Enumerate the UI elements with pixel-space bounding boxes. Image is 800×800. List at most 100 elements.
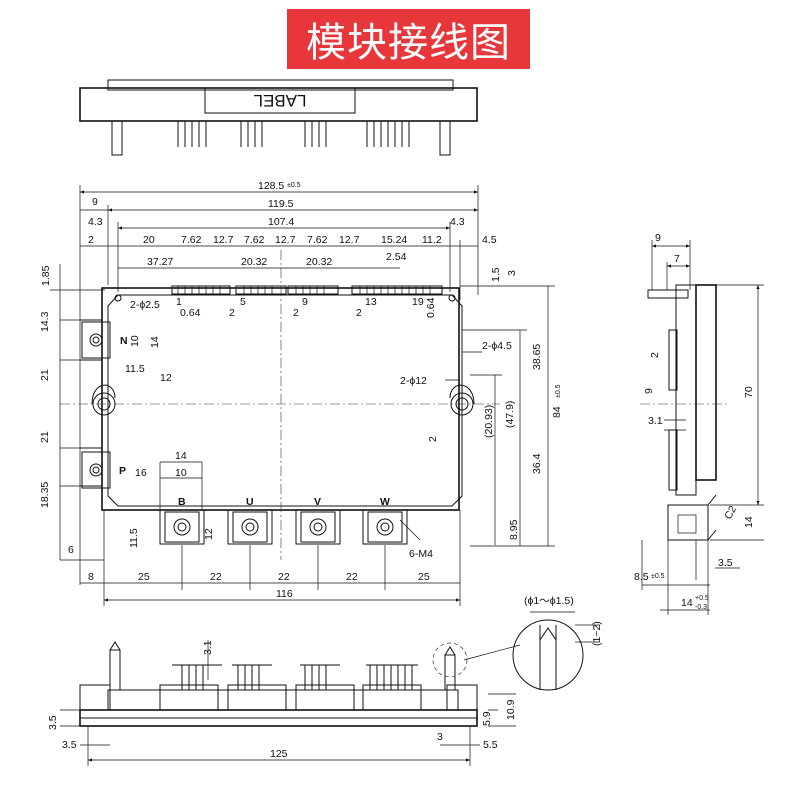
n-terminal-label: N (120, 335, 128, 347)
terminal-v (295, 509, 341, 545)
dim-9: 9 (92, 196, 98, 208)
dim-14-3: 14.3 (39, 311, 51, 332)
side-dim-8-5: 8.5 (634, 571, 649, 583)
dim-8: 8 (88, 571, 94, 583)
front-view: 3.1 3.5 3.5 125 3 5.5 5.9 10.9 (47, 640, 521, 766)
dim-116: 116 (276, 588, 293, 600)
pin-1: 1 (176, 296, 182, 308)
dim-84: 84 (551, 406, 563, 418)
dim-119-5: 119.5 (268, 198, 294, 210)
terminal-u (227, 509, 273, 545)
dim-0-64-a: 0.64 (180, 307, 201, 319)
front-dim-125: 125 (270, 748, 288, 760)
dim-20-32-b: 20.32 (306, 256, 332, 268)
side-dim-14b: 14 (681, 597, 693, 609)
title-banner: 模块接线图 (287, 9, 530, 69)
dim-7-62-c: 7.62 (307, 234, 328, 246)
pin-9: 9 (302, 296, 308, 308)
dim-n-11-5: 11.5 (125, 363, 145, 375)
terminal-b (159, 509, 205, 545)
pin-5: 5 (240, 296, 246, 308)
dim-7-62-b: 7.62 (244, 234, 265, 246)
dim-25-b: 25 (418, 571, 430, 583)
dim-11-2: 11.2 (422, 234, 442, 246)
side-dim-9b: 9 (643, 388, 655, 394)
pin-19: 19 (412, 296, 424, 308)
dim-20: 20 (143, 234, 155, 246)
dim-2-b: 2 (293, 307, 299, 319)
label-text: LABEL (254, 91, 307, 110)
dim-128-5: 128.5 (258, 180, 284, 192)
dim-4-5: 4.5 (482, 234, 497, 246)
pin-detail: (ϕ1～ϕ1.5) (1~2) (512, 595, 603, 691)
main-top-view: 9 128.5 ±0.5 119.5 107.4 4.3 4.3 2 20 7.… (39, 180, 563, 606)
dim-12-7-a: 12.7 (213, 234, 234, 246)
label-view: LABEL (79, 79, 478, 156)
dim-p-10: 10 (175, 467, 187, 479)
dim-6-m4: 6-M4 (409, 548, 433, 560)
dim-107-4: 107.4 (268, 216, 294, 228)
dim-n-12: 12 (160, 372, 172, 384)
front-dim-3-5-b: 3.5 (62, 739, 77, 751)
front-dim-10-9: 10.9 (505, 699, 517, 720)
side-dim-9: 9 (655, 232, 661, 244)
side-dim-2: 2 (649, 352, 661, 358)
dim-18-35: 18.35 (39, 482, 51, 508)
dim-20-32-a: 20.32 (241, 256, 267, 268)
front-dim-5-9: 5.9 (481, 711, 493, 726)
dim-7-62-a: 7.62 (181, 234, 202, 246)
side-dim-8-5-tol: ±0.5 (651, 573, 665, 580)
dim-12-b: 12 (203, 528, 215, 540)
dim-38-65: 38.65 (531, 344, 543, 370)
page-title: 模块接线图 (306, 20, 511, 66)
dim-p-16: 16 (135, 467, 147, 479)
detail-dim-phi: (ϕ1～ϕ1.5) (524, 595, 574, 607)
dim-84-tol: ±0.5 (555, 384, 562, 398)
front-dim-3: 3 (437, 731, 443, 743)
terminal-u-label: U (246, 496, 254, 508)
dim-22-a: 22 (210, 571, 222, 583)
dim-n-14: 14 (149, 336, 161, 348)
dim-p-14: 14 (175, 450, 187, 462)
dim-47-9: (47.9) (504, 401, 516, 428)
dim-2-a: 2 (229, 307, 235, 319)
dim-15-24: 15.24 (381, 234, 407, 246)
dim-21-b: 21 (39, 431, 51, 443)
dim-12-7-b: 12.7 (275, 234, 296, 246)
side-dim-3-1: 3.1 (648, 415, 663, 427)
dim-n-10: 10 (129, 335, 141, 347)
dim-22-c: 22 (346, 571, 358, 583)
detail-dim-1-2: (1~2) (591, 621, 603, 646)
side-dim-3-5: 3.5 (718, 557, 733, 569)
dim-0-64-b: 0.64 (425, 297, 437, 318)
dim-8-95: 8.95 (508, 519, 520, 540)
side-view: 9 7 2 9 3.1 70 C2 14 3.5 8.5 ±0.5 14 +0.… (634, 232, 764, 615)
dim-2: 2 (88, 234, 94, 246)
dim-21-a: 21 (39, 369, 51, 381)
dim-25-a: 25 (138, 571, 150, 583)
terminal-w-label: W (380, 496, 390, 508)
dim-20-93: (20.93) (483, 405, 495, 438)
side-dim-7: 7 (674, 253, 680, 265)
dim-3: 3 (506, 270, 518, 276)
dim-2-54: 2.54 (386, 251, 407, 263)
front-dim-3-5-a: 3.5 (47, 715, 59, 730)
terminal-v-label: V (314, 496, 321, 508)
dim-12-7-c: 12.7 (339, 234, 360, 246)
front-dim-5-5: 5.5 (483, 739, 498, 751)
dim-2-phi-12: 2-ϕ12 (400, 375, 427, 387)
dim-2-c: 2 (356, 307, 362, 319)
terminal-w (362, 509, 408, 545)
dim-1-5: 1.5 (490, 267, 502, 282)
dim-22-b: 22 (278, 571, 290, 583)
dim-1-85: 1.85 (40, 265, 52, 286)
dim-128-5-tol: ±0.5 (287, 182, 301, 189)
dim-4-3-left: 4.3 (88, 216, 103, 228)
p-terminal-label: P (119, 465, 126, 477)
side-dim-70: 70 (743, 386, 755, 398)
side-dim-14b-minus: -0.3 (695, 604, 707, 611)
dim-36-4: 36.4 (531, 453, 543, 474)
pin-13: 13 (365, 296, 377, 308)
dim-37-27: 37.27 (147, 256, 173, 268)
